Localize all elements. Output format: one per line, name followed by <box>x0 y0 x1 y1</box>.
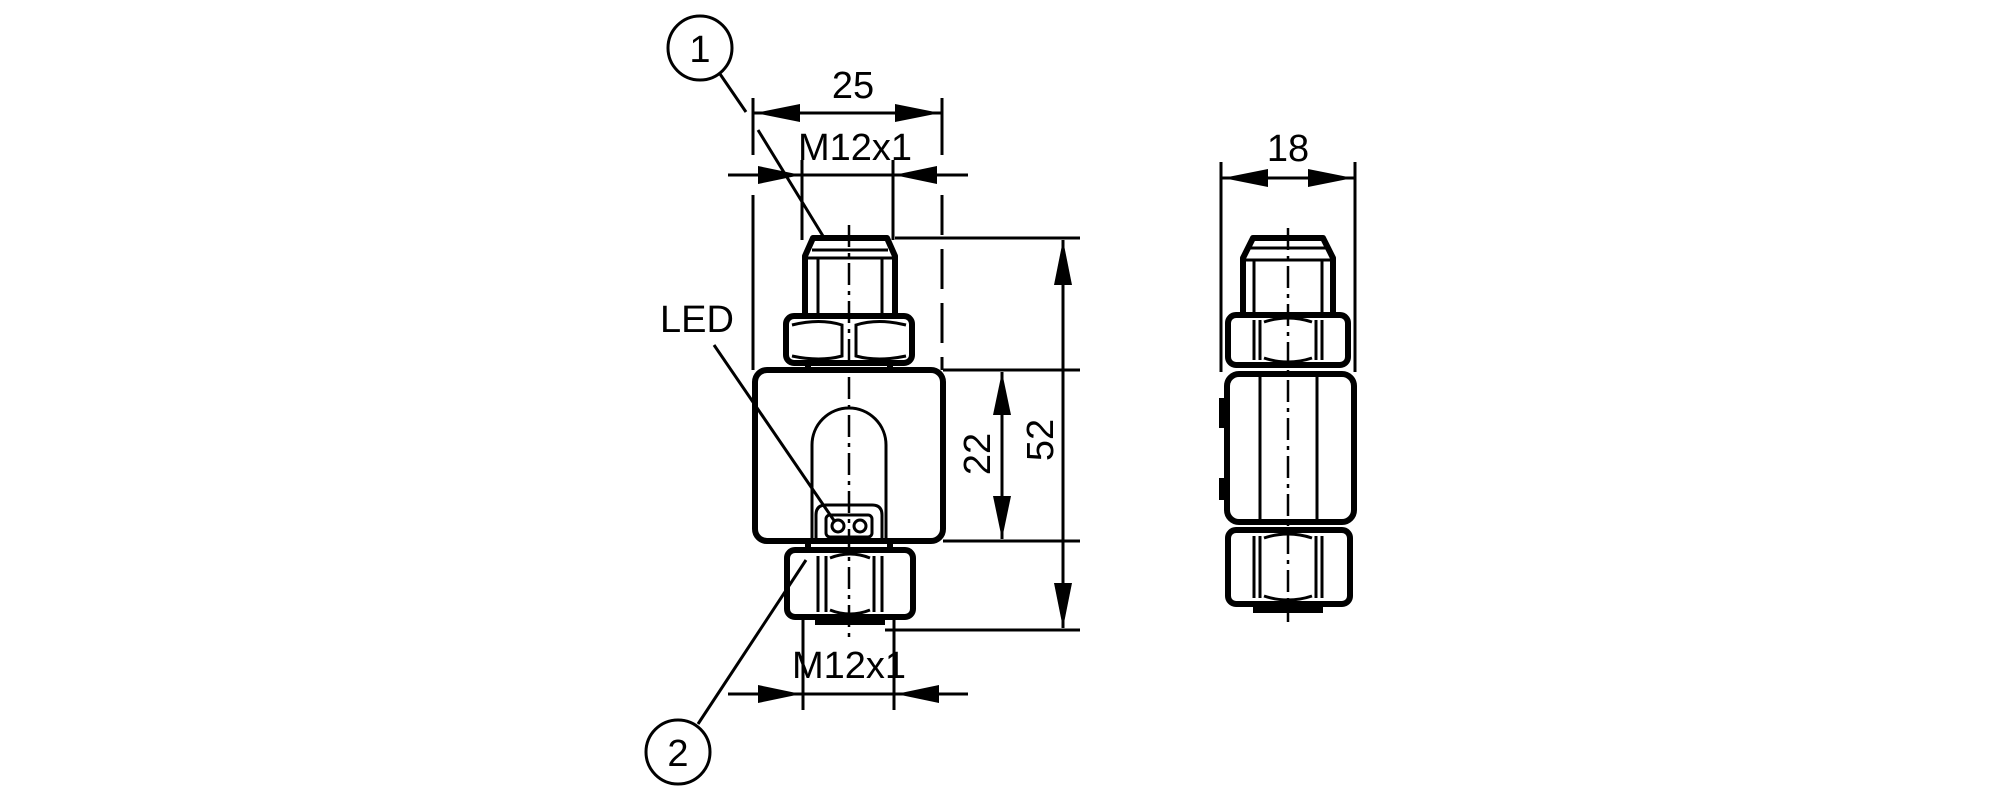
callout-1-number: 1 <box>689 29 710 71</box>
dimension-22-label: 22 <box>957 433 999 475</box>
front-view: 1 25 M12x1 <box>644 14 1080 786</box>
callout-1-leader <box>756 129 825 237</box>
lower-hex-nut <box>784 541 1080 632</box>
dimension-18-label: 18 <box>1267 128 1309 170</box>
bottom-thread-label: M12x1 <box>792 645 906 687</box>
led-leader <box>712 344 837 523</box>
dimension-52-label: 52 <box>1020 419 1062 461</box>
led-indicator <box>830 518 846 534</box>
callout-2-leader <box>696 559 808 725</box>
dimension-width-18: 18 <box>1219 128 1357 372</box>
callout-2-number: 2 <box>667 733 688 775</box>
dimension-top-thread: M12x1 <box>728 127 968 240</box>
callout-1: 1 <box>666 14 825 237</box>
side-view: 18 <box>1219 128 1357 622</box>
dimension-height-52: 52 <box>1020 240 1072 628</box>
callout-2: 2 <box>644 559 808 786</box>
led-label: LED <box>660 299 734 341</box>
top-thread-label: M12x1 <box>798 127 912 169</box>
dimension-bottom-thread: M12x1 <box>728 620 968 710</box>
dimension-height-22: 22 <box>957 372 1011 539</box>
side-body <box>1219 371 1357 525</box>
dimension-25-label: 25 <box>832 65 874 107</box>
dimension-width-25: 25 <box>751 65 944 155</box>
led-callout: LED <box>660 299 837 523</box>
